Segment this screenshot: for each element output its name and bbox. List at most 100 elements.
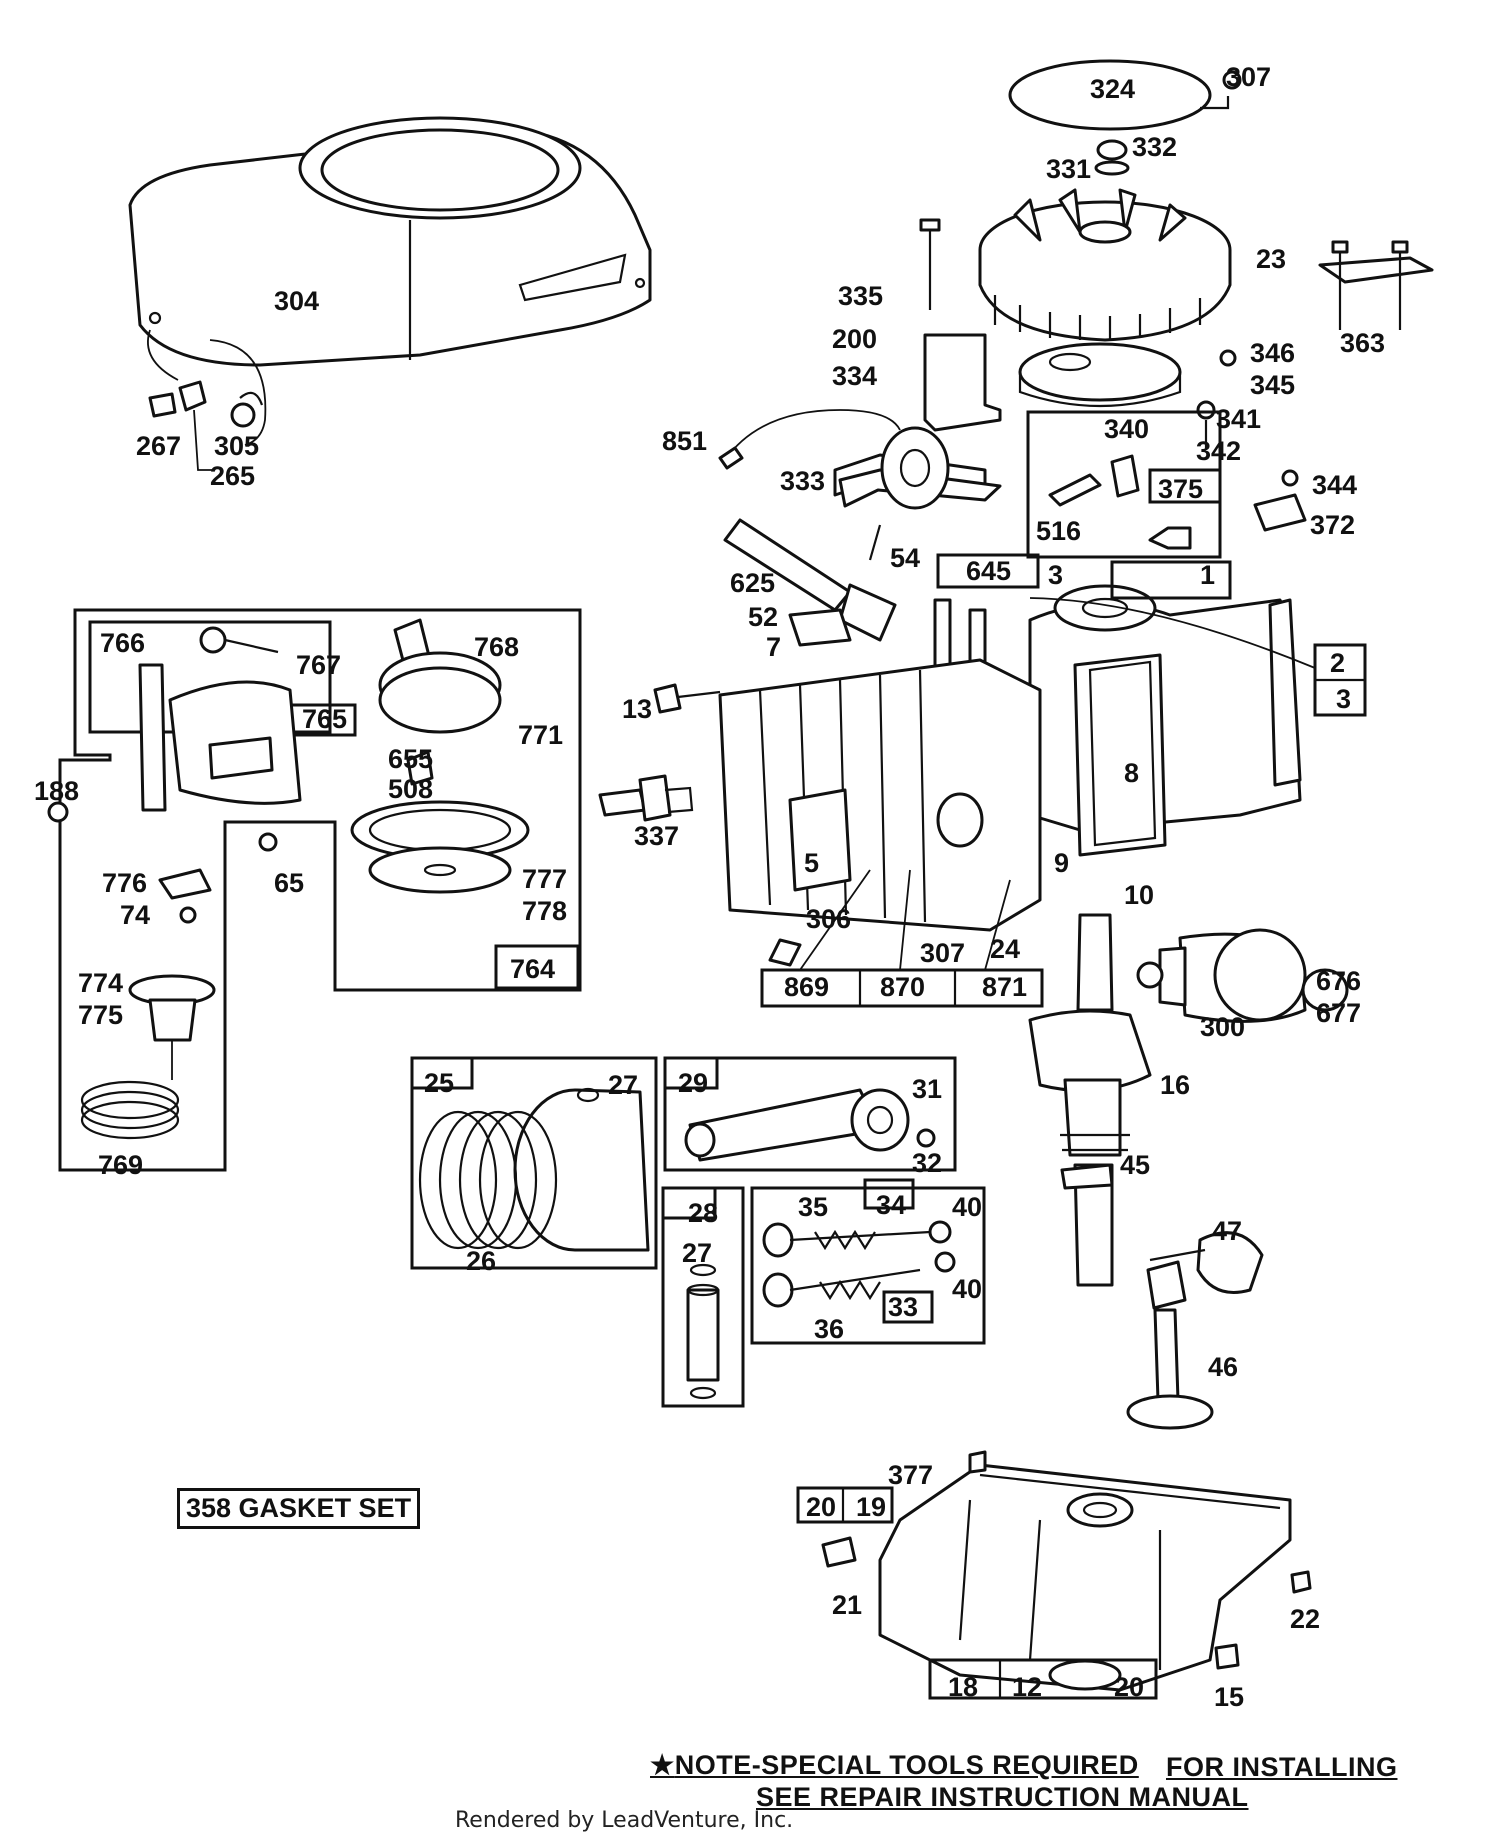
part-label-200: 200	[832, 324, 877, 354]
part-label-345: 345	[1250, 370, 1295, 400]
part-label-12: 12	[1012, 1672, 1042, 1702]
part-label-40: 40	[952, 1192, 982, 1222]
part-label-31: 31	[912, 1074, 942, 1104]
part-label-305: 305	[214, 431, 259, 461]
part-label-267: 267	[136, 431, 181, 461]
part-label-333: 333	[780, 466, 825, 496]
part-label-25: 25	[424, 1068, 454, 1098]
part-label-655: 655	[388, 744, 433, 774]
part-label-869: 869	[784, 972, 829, 1002]
part-label-24: 24	[990, 934, 1020, 964]
part-label-300: 300	[1200, 1012, 1245, 1042]
part-label-776: 776	[102, 868, 147, 898]
part-label-15: 15	[1214, 1682, 1244, 1712]
part-label-341: 341	[1216, 404, 1261, 434]
part-label-7: 7	[766, 632, 781, 662]
gasket-set-box	[760, 553, 1367, 1008]
part-label-765: 765	[302, 704, 347, 734]
part-label-372: 372	[1310, 510, 1355, 540]
part-label-9: 9	[1054, 848, 1069, 878]
part-label-344: 344	[1312, 470, 1357, 500]
wrist-pin-group	[661, 1186, 745, 1408]
part-label-334: 334	[832, 361, 877, 391]
part-label-337: 337	[634, 821, 679, 851]
note-star: ★	[650, 1750, 675, 1780]
blower-housing-drawing	[128, 116, 652, 367]
part-label-28: 28	[688, 1198, 718, 1228]
gasket-set-label: 358 GASKET SET	[177, 1488, 421, 1529]
part-label-3: 3	[1048, 560, 1063, 590]
part-label-10: 10	[1124, 880, 1154, 910]
part-label-377: 377	[888, 1460, 933, 1490]
note-repair-manual: SEE REPAIR INSTRUCTION MANUAL	[756, 1782, 1249, 1812]
note-for-installing: FOR INSTALLING	[1166, 1752, 1398, 1782]
part-label-778: 778	[522, 896, 567, 926]
part-label-18: 18	[948, 1672, 978, 1702]
part-label-27: 27	[608, 1070, 638, 1100]
part-label-40: 40	[952, 1274, 982, 1304]
part-label-54: 54	[890, 543, 920, 573]
part-label-764: 764	[510, 954, 555, 984]
sump-cover-drawing	[796, 1450, 1312, 1700]
part-label-5: 5	[804, 848, 819, 878]
part-label-33: 33	[888, 1292, 918, 1322]
part-label-3: 3	[1336, 684, 1351, 714]
part-label-324: 324	[1090, 74, 1135, 104]
part-label-46: 46	[1208, 1352, 1238, 1382]
brake-assembly-375-drawing	[1026, 410, 1307, 559]
rotating-screen-drawing	[1008, 59, 1242, 131]
part-label-307: 307	[1226, 62, 1271, 92]
part-label-625: 625	[730, 568, 775, 598]
bracket-363-drawing	[1318, 240, 1434, 330]
piston-group	[410, 1056, 658, 1270]
part-label-74: 74	[120, 900, 150, 930]
part-label-265: 265	[210, 461, 255, 491]
part-label-304: 304	[274, 286, 319, 316]
part-label-29: 29	[678, 1068, 708, 1098]
part-label-332: 332	[1132, 132, 1177, 162]
part-label-677: 677	[1316, 998, 1361, 1028]
part-label-32: 32	[912, 1148, 942, 1178]
part-label-36: 36	[814, 1314, 844, 1344]
part-label-363: 363	[1340, 328, 1385, 358]
part-label-340: 340	[1104, 414, 1149, 444]
part-label-27: 27	[682, 1238, 712, 1268]
part-label-342: 342	[1196, 436, 1241, 466]
part-label-13: 13	[622, 694, 652, 724]
crankshaft-drawing	[1028, 913, 1152, 1287]
part-label-767: 767	[296, 650, 341, 680]
part-label-188: 188	[34, 776, 79, 806]
part-label-851: 851	[662, 426, 707, 456]
part-label-774: 774	[78, 968, 123, 998]
part-label-34: 34	[876, 1190, 906, 1220]
part-label-768: 768	[474, 632, 519, 662]
part-label-1: 1	[1200, 560, 1215, 590]
part-label-346: 346	[1250, 338, 1295, 368]
part-label-777: 777	[522, 864, 567, 894]
part-label-47: 47	[1212, 1216, 1242, 1246]
valve-group	[750, 1178, 986, 1345]
footer-credit: Rendered by LeadVenture, Inc.	[455, 1808, 794, 1833]
part-label-331: 331	[1046, 154, 1091, 184]
stop-switch-265-267-drawing	[147, 329, 267, 471]
part-label-21: 21	[832, 1590, 862, 1620]
part-label-775: 775	[78, 1000, 123, 1030]
part-label-2: 2	[1330, 648, 1345, 678]
part-label-870: 870	[880, 972, 925, 1002]
flywheel-key-plate-drawing	[1018, 342, 1237, 450]
part-label-45: 45	[1120, 1150, 1150, 1180]
part-label-375: 375	[1158, 474, 1203, 504]
connecting-rod-group	[663, 1056, 957, 1172]
note-line-1: NOTE-SPECIAL TOOLS REQUIRED	[674, 1750, 1139, 1780]
part-label-306: 306	[806, 904, 851, 934]
part-label-52: 52	[748, 602, 778, 632]
part-label-769: 769	[98, 1150, 143, 1180]
part-label-8: 8	[1124, 758, 1139, 788]
part-label-307: 307	[920, 938, 965, 968]
part-label-766: 766	[100, 628, 145, 658]
part-label-20: 20	[1114, 1672, 1144, 1702]
armature-drawing	[718, 218, 1002, 510]
